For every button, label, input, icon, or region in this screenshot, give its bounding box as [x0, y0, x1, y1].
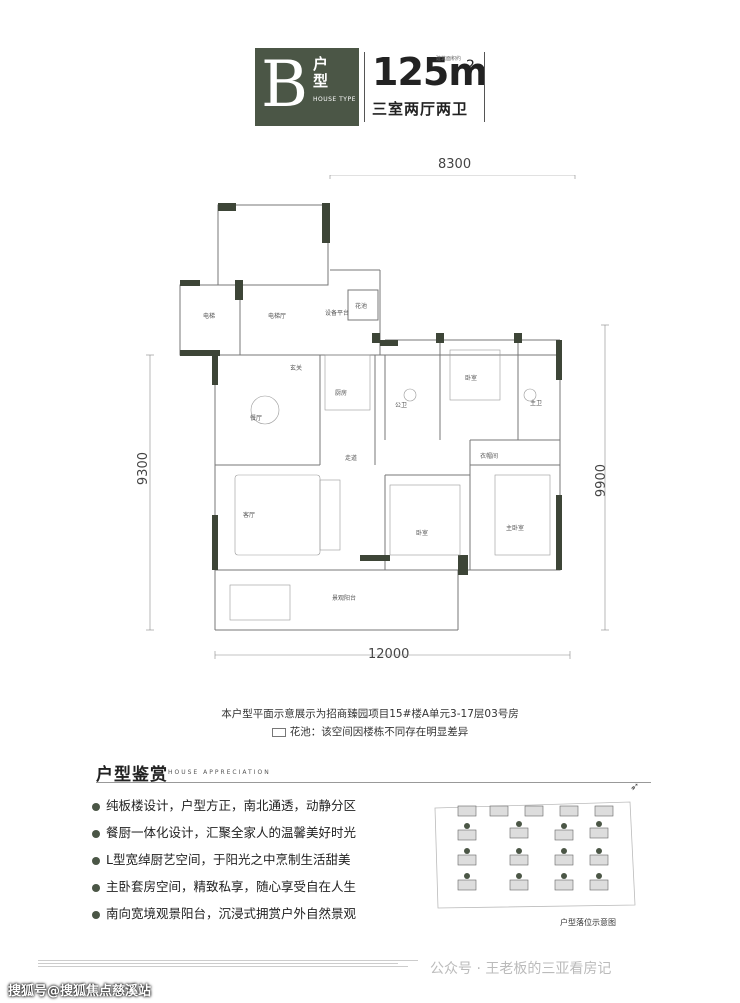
- room-corridor: 走道: [345, 454, 357, 462]
- plan-caption: 本户型平面示意展示为招商臻园项目15#楼A单元3-17层03号房: [221, 708, 519, 720]
- feature-item: 餐厨一体化设计，汇聚全家人的温馨美好时光: [92, 822, 356, 841]
- header-divider-left: [364, 52, 365, 122]
- appreciation-title: 户型鉴赏: [96, 765, 168, 785]
- feature-item: L型宽绰厨艺空间，于阳光之中烹制生活甜美: [92, 849, 350, 868]
- thick-walls: [180, 203, 562, 575]
- room-closet: 衣帽间: [480, 452, 498, 460]
- room-balcony: 景观阳台: [332, 594, 356, 602]
- room-elevator-hall: 电梯厅: [268, 312, 286, 320]
- header-divider-right: [484, 52, 485, 122]
- room-flower-pool: 花池: [355, 302, 367, 310]
- watermark-left: 搜狐号@搜狐焦点慈溪站: [8, 984, 152, 999]
- room-living: 客厅: [243, 511, 255, 519]
- dimension-bottom: 12000: [368, 647, 410, 662]
- house-type-badge: B 户型 HOUSE TYPE: [255, 48, 359, 126]
- room-master-bedroom: 主卧室: [506, 524, 524, 532]
- area-value: 125m: [372, 50, 488, 94]
- house-type-label-en: HOUSE TYPE: [313, 96, 356, 103]
- furniture: [229, 349, 551, 621]
- feature-item: 主卧套房空间，精致私享，随心享受自在人生: [92, 876, 356, 895]
- thin-walls: [179, 204, 561, 631]
- area-note: 建筑面积约: [436, 56, 462, 62]
- appreciation-title-en: HOUSE APPRECIATION: [168, 769, 271, 776]
- fine-print: [38, 958, 418, 969]
- room-kitchen: 厨房: [335, 389, 347, 397]
- watermark-right: 公众号 · 王老板的三亚看房记: [430, 961, 612, 977]
- house-type-letter: B: [261, 48, 309, 122]
- bullet-icon: [92, 856, 100, 865]
- floor-plan: 电梯 电梯厅 设备平台 花池 玄关 厨房 公卫 卧室 主卫 餐厅 走道 衣帽间 …: [146, 175, 609, 659]
- site-map-caption: 户型落位示意图: [560, 918, 616, 927]
- layout-description: 三室两厅两卫: [372, 100, 469, 118]
- room-labels: 电梯 电梯厅 设备平台 花池 玄关 厨房 公卫 卧室 主卫 餐厅 走道 衣帽间 …: [203, 302, 542, 602]
- room-bedroom-1: 卧室: [465, 374, 477, 382]
- room-bedroom-2: 卧室: [416, 529, 428, 537]
- north-arrow-icon: ➶: [630, 780, 640, 793]
- room-platform: 设备平台: [325, 309, 349, 317]
- room-entrance: 玄关: [290, 364, 302, 372]
- bullet-icon: [92, 910, 100, 919]
- bullet-icon: [92, 883, 100, 892]
- feature-item: 南向宽境观景阳台，沉浸式拥赏户外自然景观: [92, 903, 356, 922]
- plan-note-text: 花池：该空间因楼栋不同存在明显差异: [289, 726, 469, 738]
- bullet-icon: [92, 829, 100, 838]
- room-master-bath: 主卫: [530, 399, 542, 407]
- house-type-label: 户型: [313, 55, 329, 90]
- dimension-lines: [146, 175, 609, 659]
- bullet-icon: [92, 802, 100, 811]
- room-elevator: 电梯: [203, 312, 215, 320]
- area-superscript: 2: [466, 58, 475, 74]
- plan-note: 花池：该空间因楼栋不同存在明显差异: [0, 724, 740, 739]
- appreciation-divider: [96, 782, 651, 783]
- dimension-top: 8300: [438, 157, 472, 172]
- site-location-map: [434, 801, 636, 909]
- room-guest-bath: 公卫: [395, 402, 407, 409]
- feature-item: 纯板楼设计，户型方正，南北通透，动静分区: [92, 795, 356, 814]
- legend-box-icon: [271, 727, 286, 737]
- room-dining: 餐厅: [250, 414, 262, 422]
